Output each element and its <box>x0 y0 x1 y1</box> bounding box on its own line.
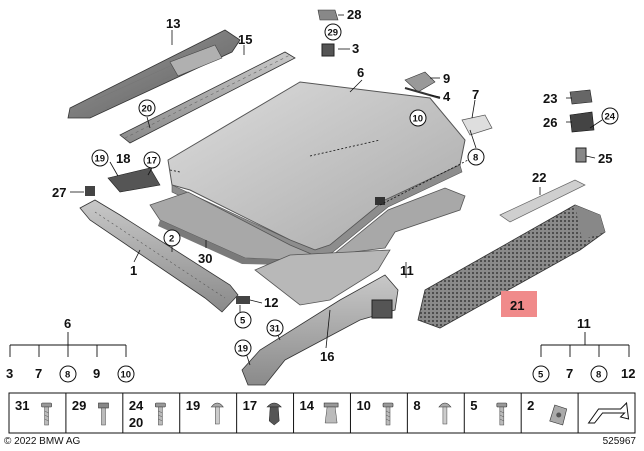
part-9-lever[interactable] <box>404 71 436 93</box>
part-7-handle[interactable] <box>461 114 493 136</box>
label-16: 16 <box>320 349 334 364</box>
label-25: 25 <box>598 151 612 166</box>
label-10-top: 10 <box>413 114 424 125</box>
arrow-icon[interactable] <box>587 401 630 424</box>
part-25-bolt[interactable] <box>575 147 587 163</box>
group-11-item-2: 8 <box>596 370 601 381</box>
fastener-label-10: 10 <box>356 398 370 413</box>
label-21: 21 <box>510 298 524 313</box>
label-29: 29 <box>328 28 339 39</box>
label-11: 11 <box>400 263 414 278</box>
label-17: 17 <box>147 156 158 167</box>
bolt-icon[interactable] <box>98 402 109 426</box>
fastener-table: 31 29 24 20 19 17 14 10 8 5 2 <box>8 392 636 434</box>
label-27: 27 <box>52 185 66 200</box>
part-27-clip[interactable] <box>85 186 95 196</box>
part-26-mount[interactable] <box>569 111 595 133</box>
label-3: 3 <box>352 41 359 56</box>
fastener-label-14: 14 <box>300 398 315 413</box>
label-6: 6 <box>357 65 364 80</box>
group-6-item-4: 10 <box>121 370 132 381</box>
label-19-bottom: 19 <box>238 344 249 355</box>
label-15: 15 <box>238 32 252 47</box>
label-20: 20 <box>142 104 153 115</box>
part-22-strip[interactable] <box>499 179 586 223</box>
part-13-trim-rail[interactable] <box>67 29 241 119</box>
fastener-label-29: 29 <box>72 398 86 413</box>
group-6-item-1: 7 <box>35 366 42 381</box>
label-31: 31 <box>270 324 281 335</box>
fastener-label-2: 2 <box>527 398 534 413</box>
expanding-rivet-icon[interactable] <box>266 402 282 426</box>
copyright: © 2022 BMW AG <box>4 436 81 447</box>
part-3-clip[interactable] <box>321 43 335 57</box>
diagram-number: 525967 <box>602 436 636 447</box>
rivet-icon[interactable] <box>210 402 224 425</box>
label-8-top: 8 <box>473 153 478 164</box>
rivet-icon[interactable] <box>438 402 452 425</box>
group-6-tree: 6 3 7 8 9 10 <box>6 316 135 383</box>
fastener-label-8: 8 <box>413 398 420 413</box>
group-11-head: 11 <box>577 316 591 331</box>
callout-labels: 13 28 29 3 15 6 9 4 10 7 20 18 19 17 8 2… <box>52 7 619 364</box>
screw-icon[interactable] <box>496 402 508 426</box>
group-6-head: 6 <box>64 316 71 331</box>
label-1: 1 <box>130 263 137 278</box>
fastener-label-20: 20 <box>129 415 143 430</box>
part-23-cap[interactable] <box>569 89 593 105</box>
part-15-trim-rail[interactable] <box>119 51 296 144</box>
label-24: 24 <box>605 112 616 123</box>
label-9: 9 <box>443 71 450 86</box>
group-6-item-2: 8 <box>65 370 70 381</box>
fastener-label-31: 31 <box>15 398 29 413</box>
label-7: 7 <box>472 87 479 102</box>
label-18: 18 <box>116 151 130 166</box>
part-16-bracket[interactable] <box>241 274 399 386</box>
label-12: 12 <box>264 295 278 310</box>
label-28: 28 <box>347 7 361 22</box>
group-11-item-1: 7 <box>566 366 573 381</box>
label-5-mid: 5 <box>240 316 246 327</box>
label-19-top: 19 <box>95 154 106 165</box>
screw-icon[interactable] <box>155 402 166 426</box>
part-1-side-rail[interactable] <box>79 199 239 313</box>
fastener-label-24: 24 <box>129 398 144 413</box>
label-23: 23 <box>543 91 557 106</box>
fastener-label-17: 17 <box>243 398 257 413</box>
label-30: 30 <box>198 251 212 266</box>
screw-icon[interactable] <box>41 402 52 426</box>
part-12-clip[interactable] <box>236 296 250 304</box>
group-6-item-3: 9 <box>93 366 100 381</box>
label-4: 4 <box>443 89 451 104</box>
fastener-label-19: 19 <box>186 398 200 413</box>
part-28-cap[interactable] <box>317 9 339 21</box>
fastener-label-5: 5 <box>470 398 477 413</box>
label-26: 26 <box>543 115 557 130</box>
group-11-tree: 11 5 7 8 12 <box>532 316 635 383</box>
expanding-nut-icon[interactable] <box>323 402 339 424</box>
highlight-box <box>501 291 537 317</box>
label-2: 2 <box>169 234 174 245</box>
group-11-item-0: 5 <box>538 370 544 381</box>
clip-nut-icon[interactable] <box>549 404 568 426</box>
screw-icon[interactable] <box>382 402 394 426</box>
label-13: 13 <box>166 16 180 31</box>
part-4-rod[interactable] <box>404 87 441 99</box>
group-11-item-3: 12 <box>621 366 635 381</box>
group-6-item-0: 3 <box>6 366 13 381</box>
part-18-bracket[interactable] <box>107 167 161 193</box>
part-11-floor-cover[interactable] <box>254 249 391 306</box>
label-22: 22 <box>532 170 546 185</box>
part-21-ribbed-sill[interactable] <box>417 204 606 329</box>
